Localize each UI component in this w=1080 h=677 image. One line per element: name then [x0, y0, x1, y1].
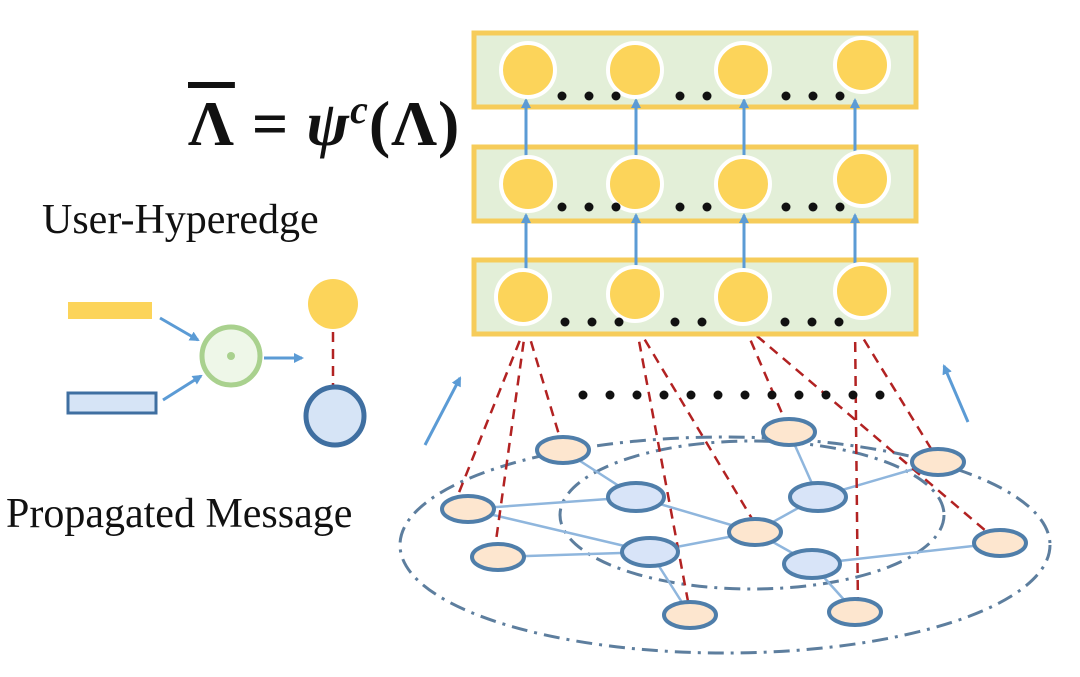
graph-ellipsis-dots	[578, 390, 885, 400]
graph-node-blue	[782, 548, 842, 580]
layer-nodes	[494, 36, 891, 326]
layer-node	[714, 155, 772, 213]
formula-psi: ψ	[306, 88, 351, 159]
layer-node	[714, 268, 772, 326]
graph-node	[470, 542, 526, 572]
user-hyperedge-connections	[452, 324, 1001, 613]
layer-node	[606, 155, 664, 213]
graph-node	[761, 417, 817, 447]
legend-blue-node	[303, 384, 367, 448]
propagated-message-label: Propagated Message	[6, 491, 353, 537]
layer-node	[494, 268, 552, 326]
layer-ellipsis-dots	[557, 91, 845, 327]
user-hyperedge-label: User-Hyperedge	[42, 197, 319, 243]
layer-node	[833, 150, 891, 208]
graph-node	[727, 517, 783, 547]
user-bar-icon	[66, 391, 158, 415]
right-propagation-arrow	[942, 364, 970, 423]
formula-argument: (Λ)	[368, 88, 461, 159]
outer-hyperedge-ellipse	[398, 435, 1052, 655]
formula-equals: =	[251, 88, 290, 159]
graph-node	[535, 435, 591, 465]
formula-lambda-bar: Λ	[188, 88, 235, 159]
graph-node-blue	[620, 536, 680, 568]
graph-base	[398, 435, 1052, 655]
graph-node	[972, 528, 1028, 558]
graph-node-blue	[606, 481, 666, 513]
formula-superscript: c	[350, 87, 369, 132]
layer-node	[499, 41, 557, 99]
graph-node	[910, 447, 966, 477]
layer-arrows	[521, 98, 860, 270]
graph-nodes	[440, 417, 1028, 630]
graph-node	[662, 600, 718, 630]
layer-node	[606, 265, 664, 323]
layer-node	[833, 262, 891, 320]
aggregate-center-dot	[227, 352, 235, 360]
inner-hyperedge-ellipse	[558, 439, 946, 591]
layer-node	[833, 36, 891, 94]
layer-node	[714, 41, 772, 99]
legend-arrow-top	[159, 316, 200, 342]
graph-node	[440, 494, 496, 524]
legend-yellow-node	[308, 279, 358, 329]
graph-node-blue	[788, 481, 848, 513]
legend-arrow-bottom	[162, 374, 203, 402]
layer-node	[606, 41, 664, 99]
formula-label: Λ = ψc(Λ)	[188, 86, 460, 161]
graph-node	[827, 597, 883, 627]
message-legend	[66, 279, 367, 448]
layer-node	[499, 155, 557, 213]
hyperedge-bar-icon	[68, 302, 152, 319]
left-propagation-arrow	[423, 376, 462, 446]
